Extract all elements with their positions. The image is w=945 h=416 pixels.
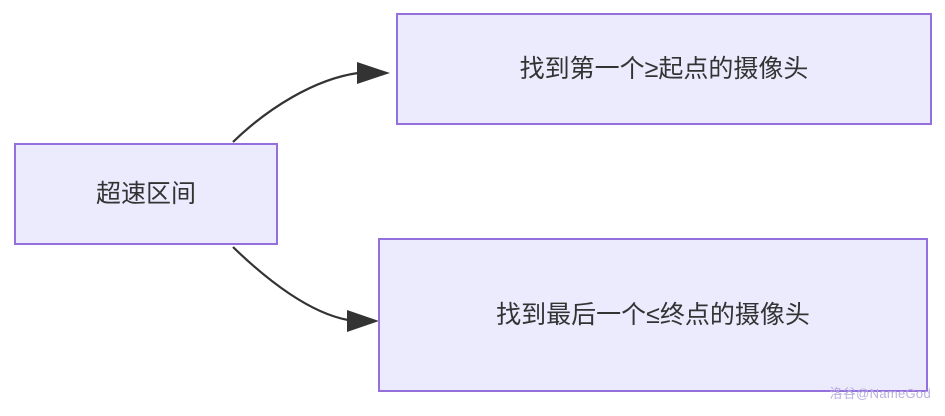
node-source-label: 超速区间 (95, 179, 196, 208)
edge-source-last-path (232, 246, 349, 322)
watermark-text: 洛谷@NameGod (829, 386, 931, 401)
node-last-camera-box[interactable]: 找到最后一个≤终点的摄像头 (378, 238, 928, 392)
edge-source-first-path (232, 71, 359, 143)
node-source-box[interactable]: 超速区间 (14, 143, 278, 245)
node-first-camera-box[interactable]: 找到第一个≥起点的摄像头 (396, 13, 932, 125)
node-first-camera-label: 找到第一个≥起点的摄像头 (519, 54, 809, 83)
edge-source-last-arrowhead (347, 310, 379, 332)
node-last-camera-label: 找到最后一个≤终点的摄像头 (496, 300, 810, 329)
edge-source-to-first (232, 62, 390, 143)
edge-source-first-arrowhead (357, 62, 390, 84)
edge-source-to-last (232, 246, 379, 332)
